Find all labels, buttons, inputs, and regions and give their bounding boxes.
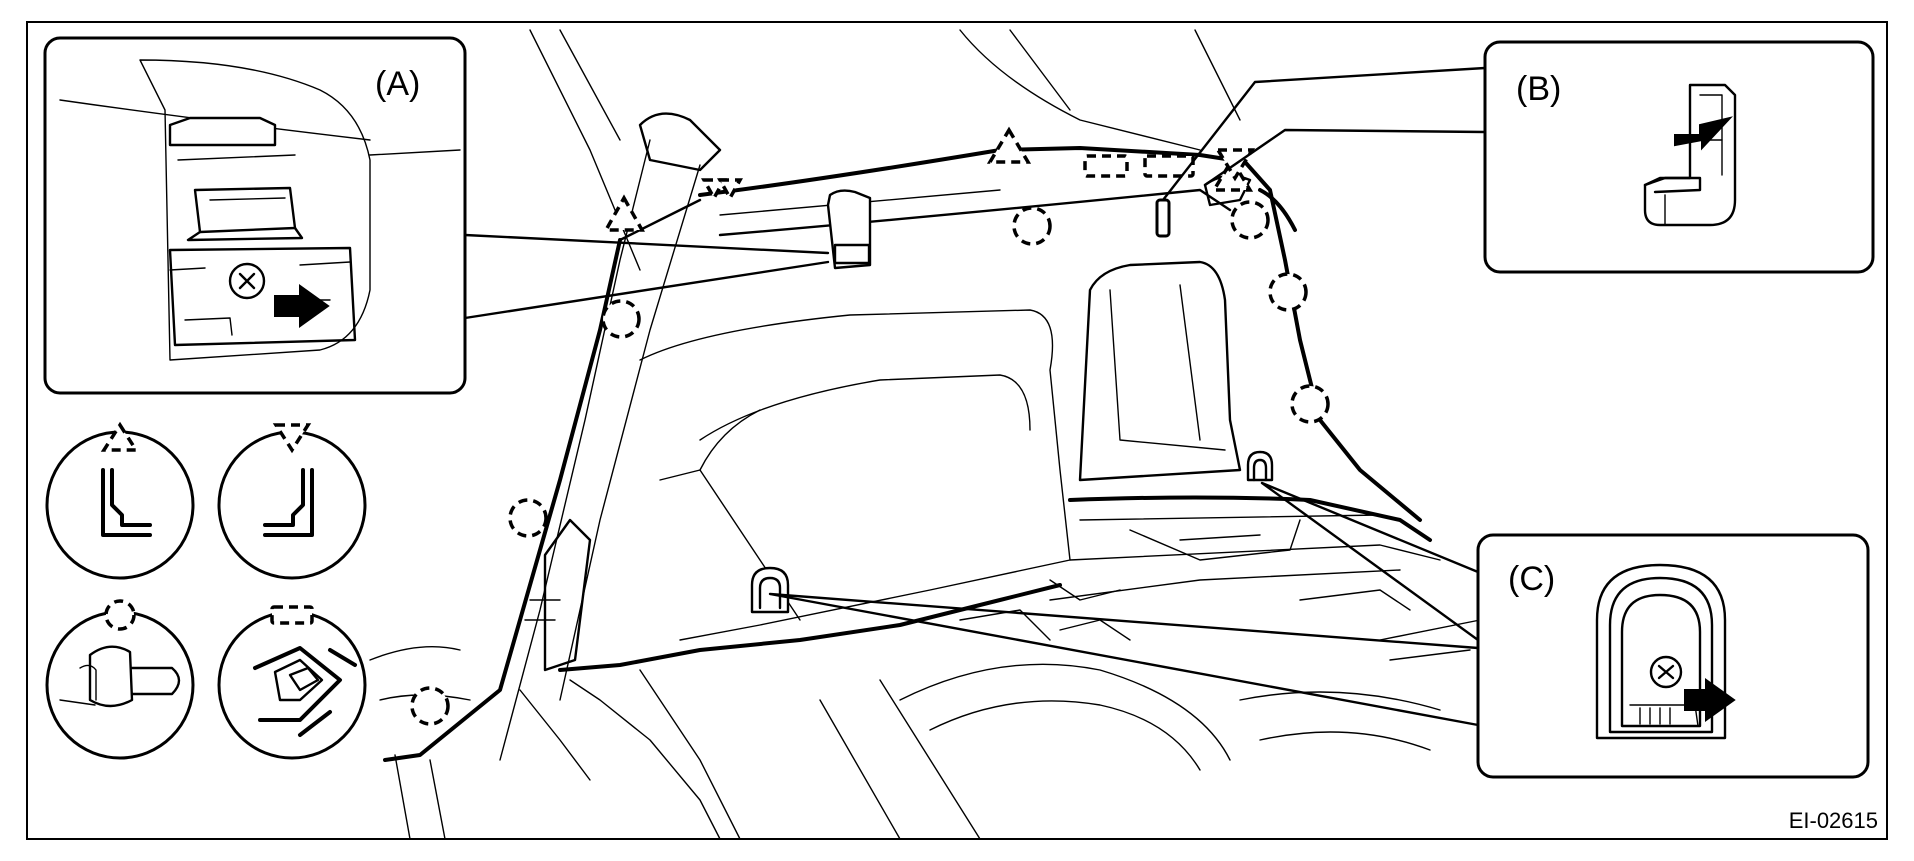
push-arrow-icon	[1674, 116, 1733, 151]
callout-c-label: (C)	[1508, 560, 1555, 598]
clip-triangle-down-icon	[217, 423, 367, 580]
leader-a	[463, 233, 830, 320]
callout-a-label: (A)	[375, 65, 420, 103]
bolt-c-location-front	[750, 566, 790, 614]
clip-b-slot	[1155, 198, 1171, 238]
clip-markers-main	[410, 126, 1330, 726]
inset-c: (C)	[1476, 533, 1870, 779]
push-arrow-icon	[274, 284, 330, 328]
clip-a-location	[826, 189, 872, 270]
inset-a: (A)	[43, 36, 467, 395]
inset-b: (B)	[1483, 40, 1875, 274]
leader-c	[768, 481, 1480, 727]
clip-type-legend	[45, 421, 367, 760]
clip-triangle-up-icon	[45, 421, 195, 580]
callout-b-label: (B)	[1516, 70, 1561, 108]
inset-b-frame	[1483, 40, 1875, 274]
push-arrow-icon	[1684, 678, 1736, 722]
figure-code: EI-02615	[1789, 808, 1878, 833]
clip-round-icon	[45, 599, 195, 760]
leader-b	[1161, 66, 1487, 202]
bolt-c-location-rear	[1246, 450, 1274, 482]
clip-square-icon	[217, 605, 367, 760]
